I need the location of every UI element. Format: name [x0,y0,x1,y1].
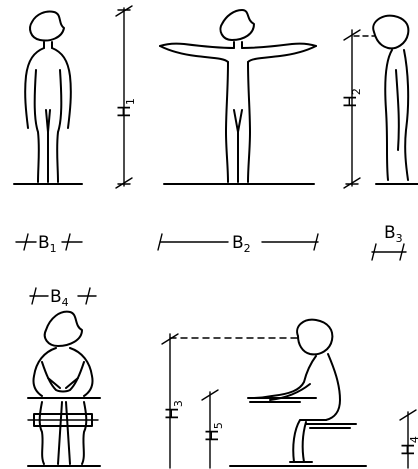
b3-label: B [384,223,396,243]
b4-label: B [50,287,62,307]
svg-text:B2: B2 [232,233,251,255]
h4-subscript: 4 [408,436,418,443]
svg-text:B3: B3 [384,223,403,245]
svg-text:H2: H2 [341,88,363,108]
dimension-b2: B2 [157,233,319,255]
h2-subscript: 2 [350,88,363,95]
h4-label: H [399,443,418,456]
dimension-h5: H5 [201,389,225,469]
standing-front-figure [24,10,72,183]
svg-text:H4: H4 [399,436,418,456]
b2-subscript: 2 [244,242,251,255]
b4-subscript: 4 [62,296,69,309]
b2-label: B [232,233,244,253]
dimension-h3: H3 [161,333,185,469]
b1-subscript: 1 [50,242,57,255]
dimension-h4: H4 [399,409,418,469]
dimension-b4: B4 [29,287,97,309]
h5-label: H [203,429,223,442]
svg-text:H1: H1 [115,98,137,118]
arms-outstretched-figure [159,9,317,183]
h3-subscript: 3 [172,400,185,407]
svg-text:B1: B1 [38,233,57,255]
dimension-h1: H1 [115,5,137,189]
dimension-b3: B3 [371,223,407,261]
h5-subscript: 5 [212,422,225,429]
seated-side-figure [247,318,357,463]
svg-text:B4: B4 [50,287,69,309]
b3-subscript: 3 [396,232,403,245]
svg-text:H3: H3 [163,400,185,420]
h1-label: H [115,105,135,118]
h3-label: H [163,407,183,420]
h1-subscript: 1 [124,98,137,105]
dimension-h2: H2 [341,29,363,189]
dimension-b1: B1 [15,233,83,255]
b1-label: B [38,233,50,253]
svg-text:H5: H5 [203,422,225,442]
h2-label: H [341,95,361,108]
seated-front-figure [27,310,101,465]
standing-side-figure [372,14,410,181]
